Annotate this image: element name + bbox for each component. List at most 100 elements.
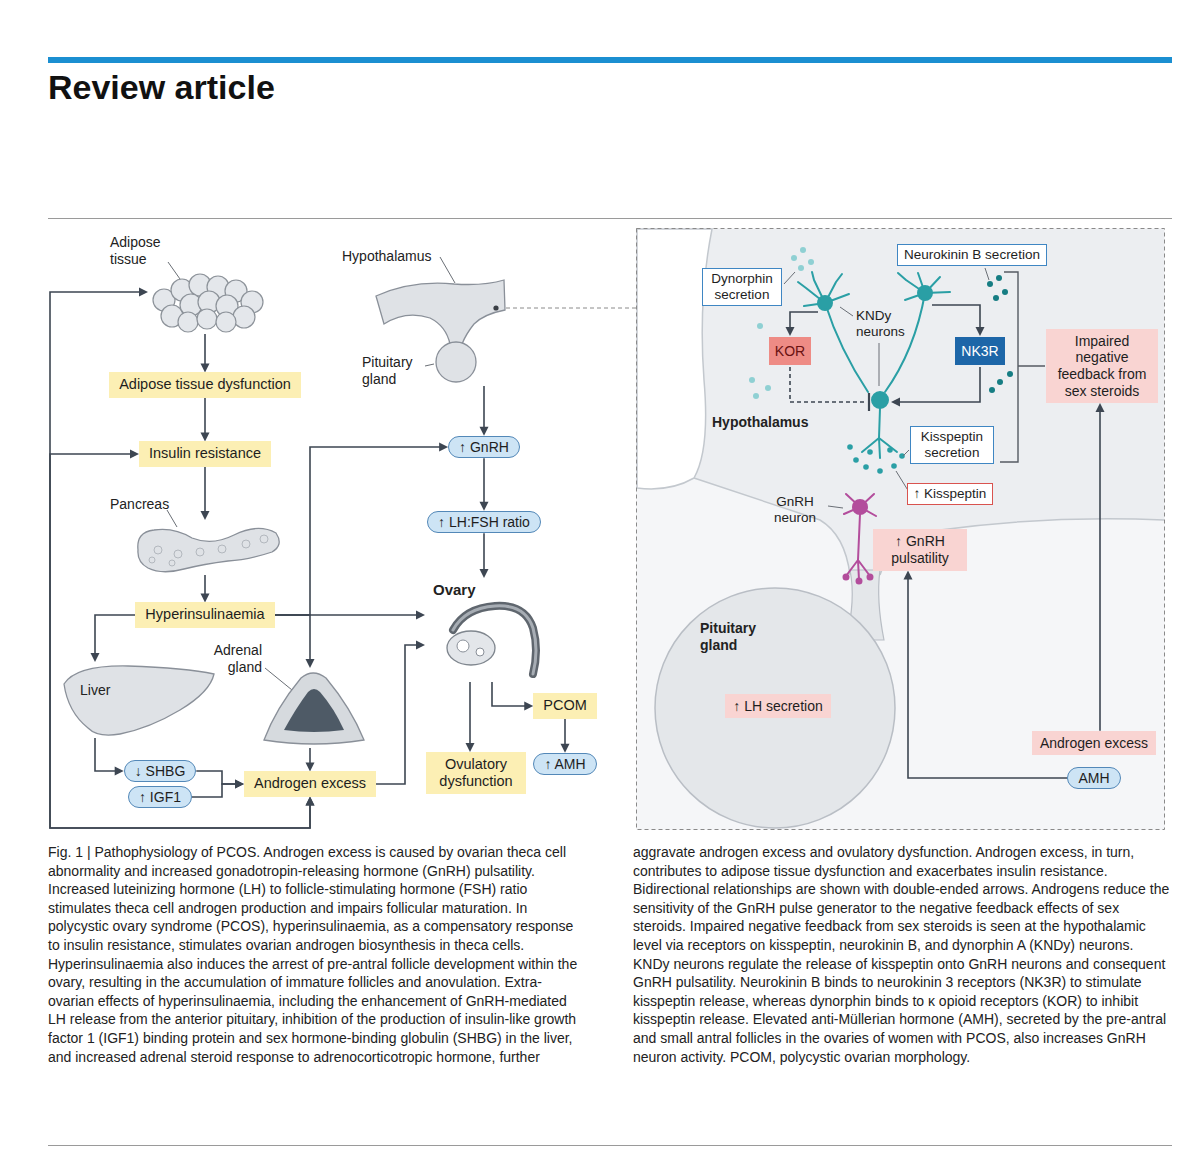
arrow-head bbox=[480, 502, 489, 511]
adipose-cells bbox=[216, 312, 236, 332]
arrow-head bbox=[235, 780, 244, 789]
panel-tissue bbox=[637, 478, 1164, 829]
node-text: ↑ LH:FSH ratio bbox=[438, 514, 530, 531]
panel-tissue bbox=[637, 229, 1165, 830]
region-label: Hypothalamus bbox=[712, 414, 808, 431]
arrow-head bbox=[201, 511, 210, 520]
effect-box: ↑ GnRH pulsatility bbox=[873, 529, 967, 570]
connector-line bbox=[1099, 409, 1101, 731]
leader-lines bbox=[903, 450, 909, 456]
dynorphin-dots bbox=[757, 323, 763, 329]
connector bbox=[480, 533, 489, 578]
gnrh-neuron bbox=[853, 500, 867, 514]
organ-label: Pituitary gland bbox=[362, 354, 420, 388]
leader-lines bbox=[840, 307, 853, 316]
node-text: Impaired negative feedback from sex ster… bbox=[1054, 333, 1150, 399]
gnrh-neuron bbox=[857, 579, 862, 584]
process-box: Hyperinsulinaemia bbox=[135, 602, 274, 627]
leader-lines bbox=[828, 506, 843, 508]
kndy-neurons bbox=[818, 296, 832, 310]
connector-line bbox=[196, 771, 238, 784]
neurokinin-dots bbox=[996, 275, 1002, 281]
arrow-head bbox=[201, 593, 210, 602]
connector bbox=[201, 398, 210, 442]
kisspeptin-dots bbox=[899, 453, 905, 459]
receptor-arrows bbox=[868, 393, 870, 411]
kisspeptin-dots bbox=[847, 444, 853, 450]
dynorphin-dots bbox=[808, 259, 814, 265]
hypothalamus-drawing bbox=[376, 280, 505, 344]
pancreas-drawing bbox=[149, 535, 268, 566]
pancreas-drawing bbox=[218, 545, 226, 553]
kisspeptin-dots bbox=[863, 464, 869, 470]
connector-line bbox=[483, 458, 485, 504]
node-text: ↑ Kisspeptin bbox=[914, 486, 987, 502]
kndy-neurons bbox=[918, 286, 932, 300]
node-text: Hyperinsulinaemia bbox=[145, 606, 264, 623]
organ-label: Adrenal gland bbox=[204, 642, 262, 676]
kisspeptin-dots bbox=[877, 468, 883, 474]
adipose-cells bbox=[233, 306, 255, 328]
liver-drawing bbox=[64, 666, 214, 735]
gnrh-neuron bbox=[844, 494, 877, 584]
gnrh-neuron bbox=[868, 575, 873, 580]
adipose-cells bbox=[197, 309, 217, 329]
node-text: ↑ GnRH bbox=[459, 439, 509, 456]
process-box: Insulin resistance bbox=[139, 441, 271, 466]
node-text: Insulin resistance bbox=[149, 445, 261, 462]
factor-oval: ↑ GnRH bbox=[448, 436, 520, 459]
kisspeptin-box: ↑ Kisspeptin bbox=[907, 483, 994, 505]
receptor-arrows bbox=[976, 327, 985, 336]
process-box: PCOM bbox=[533, 693, 597, 718]
process-box: Ovulatory dysfunction bbox=[426, 752, 526, 794]
connector bbox=[50, 288, 315, 829]
page-rules bbox=[48, 1145, 1172, 1146]
connector-line bbox=[376, 645, 419, 784]
dynorphin-dots bbox=[749, 377, 755, 383]
figure-caption: Fig. 1 | Pathophysiology of PCOS. Androg… bbox=[48, 843, 1172, 1066]
process-box: Adipose tissue dysfunction bbox=[109, 372, 301, 397]
panel-tissue bbox=[637, 229, 1165, 830]
arrow-head bbox=[201, 432, 210, 441]
connector-line bbox=[192, 784, 238, 797]
arrow-head bbox=[439, 443, 448, 452]
arrow-head bbox=[416, 641, 425, 650]
arrow-head bbox=[1096, 403, 1105, 412]
pancreas-drawing bbox=[138, 528, 279, 571]
node-text: Ovulatory dysfunction bbox=[436, 756, 516, 790]
node-text: ↑ LH secretion bbox=[733, 698, 822, 715]
neurokinin-dots bbox=[993, 295, 999, 301]
connector bbox=[376, 641, 425, 785]
receptor-arrows bbox=[932, 305, 980, 330]
leader-lines bbox=[168, 262, 180, 279]
organ-node: Adipose tissue bbox=[148, 272, 266, 334]
arrow-head bbox=[306, 762, 315, 771]
connector-line bbox=[204, 575, 206, 596]
connector-line bbox=[50, 292, 310, 828]
kndy-neurons bbox=[885, 293, 925, 392]
kisspeptin-dots bbox=[847, 444, 905, 474]
node-text: ↓ SHBG bbox=[135, 763, 186, 780]
region-label: KNDy neurons bbox=[856, 308, 912, 340]
connector bbox=[306, 748, 315, 771]
leader-lines bbox=[440, 257, 455, 283]
dynorphin-dots bbox=[798, 265, 804, 271]
ovary-drawing bbox=[457, 640, 469, 652]
secretion-box: Dynorphin secretion bbox=[702, 268, 782, 306]
pancreas-drawing bbox=[196, 548, 204, 556]
connector-line bbox=[275, 447, 442, 615]
node-text: ↑ GnRH pulsatility bbox=[881, 533, 959, 566]
connector bbox=[275, 443, 448, 616]
leader-lines bbox=[985, 268, 989, 280]
organ-label: Ovary bbox=[433, 581, 476, 599]
zoom-leader bbox=[499, 308, 636, 309]
node-text: PCOM bbox=[543, 697, 587, 714]
effect-box: ↑ LH secretion bbox=[725, 694, 830, 719]
panel-tissue bbox=[655, 588, 895, 828]
panel-tissue bbox=[694, 478, 1164, 575]
arrow-head bbox=[416, 611, 425, 620]
adipose-cells bbox=[153, 274, 263, 332]
factor-oval: ↑ LH:FSH ratio bbox=[427, 511, 541, 534]
page-title: Review article bbox=[48, 68, 275, 107]
